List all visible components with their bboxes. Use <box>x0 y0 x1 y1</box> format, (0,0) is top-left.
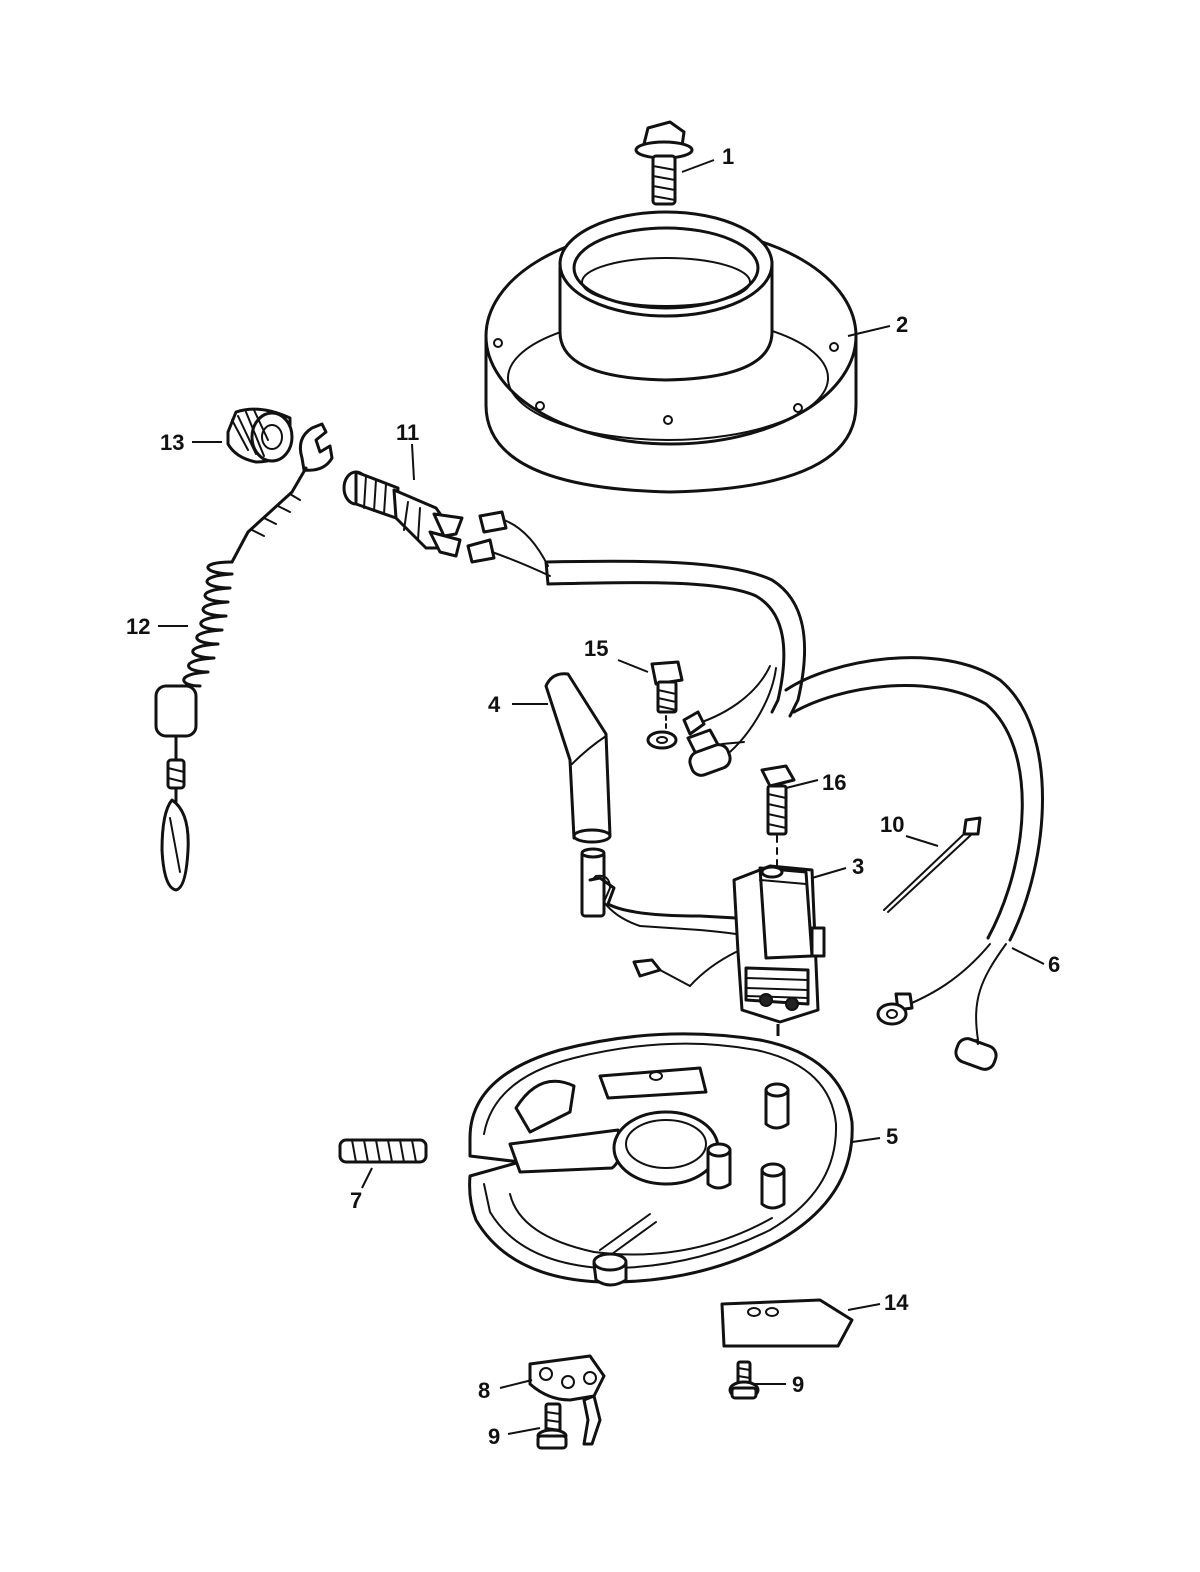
callout-11: 11 <box>396 420 419 445</box>
part-15-screw <box>646 660 684 750</box>
callout-16: 16 <box>822 770 846 795</box>
callout-12: 12 <box>126 614 150 639</box>
callout-3: 3 <box>852 854 864 879</box>
callout-5: 5 <box>886 1124 898 1149</box>
callout-4: 4 <box>488 692 501 717</box>
part-9-screw-left <box>536 1402 568 1450</box>
part-16-coil-screw <box>760 764 796 869</box>
callout-13: 13 <box>160 430 184 455</box>
terminals-upper <box>682 710 745 777</box>
callout-10: 10 <box>880 812 904 837</box>
leader-lines <box>158 159 1045 1435</box>
part-14-shim <box>720 1298 854 1348</box>
callouts: 1 2 3 4 5 6 7 8 9 9 10 11 12 13 14 15 16 <box>126 144 1060 1449</box>
callout-9-right: 9 <box>792 1372 804 1397</box>
callout-8: 8 <box>478 1378 490 1403</box>
part-9-screw-right <box>728 1360 760 1400</box>
callout-9-left: 9 <box>488 1424 500 1449</box>
part-11-stop-switch <box>342 470 551 577</box>
callout-14: 14 <box>884 1290 909 1315</box>
lead-ferrule <box>580 847 606 918</box>
part-1-flange-bolt <box>634 120 694 206</box>
callout-15: 15 <box>584 636 608 661</box>
part-6-harness-terminals <box>876 992 998 1071</box>
part-3-ignition-coil <box>588 864 826 1024</box>
part-5-stator-plate <box>468 1032 854 1287</box>
part-12-lanyard-cord <box>154 422 334 892</box>
part-7-set-screw <box>338 1138 428 1164</box>
part-8-bracket <box>528 1354 606 1446</box>
callout-1: 1 <box>722 144 734 169</box>
callout-2: 2 <box>896 312 908 337</box>
part-13-knurled-cap <box>226 407 294 464</box>
part-4-spark-plug-boot <box>544 672 612 844</box>
callout-7: 7 <box>350 1188 362 1213</box>
part-2-flywheel <box>484 210 858 494</box>
callout-6: 6 <box>1048 952 1060 977</box>
part-10-tie-strap <box>883 816 982 913</box>
